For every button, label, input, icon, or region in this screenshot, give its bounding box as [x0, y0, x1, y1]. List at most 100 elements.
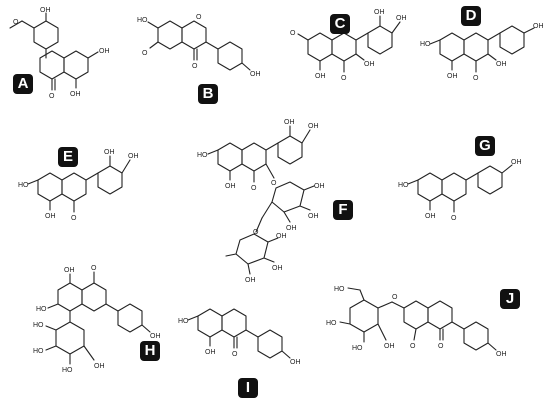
ring-b-b: [217, 41, 243, 71]
c-oh-3p: OH: [374, 9, 385, 16]
g-o-carbonyl: O: [451, 215, 457, 222]
f-ho: HO: [197, 152, 208, 159]
ring-i-b: [257, 329, 283, 359]
j-o-methoxy: O: [410, 343, 416, 350]
ring-g-c: [441, 172, 467, 202]
f-oh-5: OH: [225, 183, 236, 190]
label-h: H: [140, 341, 160, 361]
ring-h-a: [57, 282, 83, 312]
h-oh-5: OH: [64, 267, 75, 274]
f-oh-g1: OH: [314, 183, 325, 190]
label-i: I: [238, 378, 258, 398]
h-ho-g1: HO: [33, 322, 44, 329]
ring-f-rhamnose: [235, 233, 269, 265]
ring-b-a: [157, 20, 183, 50]
structure-b: HO O O OH O: [137, 14, 261, 78]
h-oh-g4: OH: [94, 363, 105, 370]
j-o-glyco: O: [392, 294, 398, 301]
ring-f-b: [277, 135, 303, 165]
f-oh-r2: OH: [245, 277, 256, 284]
h-ho-g2: HO: [33, 348, 44, 355]
b-oh: OH: [250, 71, 261, 78]
structure-j: HO HO HO OH O O O OH: [326, 286, 507, 358]
structure-a: OH O OH O OH: [9, 7, 110, 100]
g-oh-5: OH: [425, 213, 436, 220]
d-oh-4p: OH: [533, 23, 544, 30]
ring-a-a: [63, 50, 89, 80]
c-oh-3: OH: [364, 61, 375, 68]
ring-c-a: [307, 32, 333, 62]
label-j: J: [500, 289, 520, 309]
i-o-carbonyl: O: [232, 351, 238, 358]
d-oh-5: OH: [447, 73, 458, 80]
structure-i: HO OH O OH: [178, 308, 301, 366]
label-g: G: [475, 136, 495, 156]
e-oh-4p: OH: [128, 153, 139, 160]
f-oh-3p: OH: [284, 119, 295, 126]
h-ho-g3: HO: [62, 367, 73, 374]
c-oh-5: OH: [315, 73, 326, 80]
e-o-carbonyl: O: [71, 215, 77, 222]
c-oh-4p: OH: [396, 15, 407, 22]
a-o-carbonyl: O: [49, 93, 55, 100]
ring-d-a: [439, 32, 465, 62]
ring-j-b: [463, 321, 489, 351]
ring-d-c: [463, 32, 489, 62]
label-b: B: [198, 84, 218, 104]
structure-h: OH O HO OH HO HO HO OH: [33, 265, 161, 374]
e-ho: HO: [18, 182, 29, 189]
label-c: C: [330, 14, 350, 34]
ring-j-c: [427, 300, 453, 330]
d-ho: HO: [420, 41, 431, 48]
h-oh-4p: OH: [150, 333, 161, 340]
j-oh-g3: OH: [384, 343, 395, 350]
ring-a-c: [39, 50, 65, 80]
label-d: D: [461, 6, 481, 26]
structure-f: HO OH O OH OH O OH OH OH O OH OH OH: [197, 119, 325, 284]
f-oh-g2: OH: [308, 213, 319, 220]
ring-f-glucose: [271, 181, 305, 213]
e-oh-3p: OH: [104, 149, 115, 156]
f-o-link: O: [253, 229, 259, 236]
j-ho-6: HO: [334, 286, 345, 293]
structure-c: O OH O OH OH OH: [290, 9, 407, 82]
ring-i-c: [221, 308, 247, 338]
ring-g-b: [477, 165, 503, 195]
f-oh-g3: OH: [286, 225, 297, 232]
ring-j-a: [403, 300, 429, 330]
f-o-glyco: O: [271, 180, 277, 187]
ring-d-b: [499, 25, 525, 55]
ring-a-b: [33, 20, 59, 50]
a-oh-bottom: OH: [70, 91, 81, 98]
a-o-methoxy: O: [13, 19, 19, 26]
f-oh-4p: OH: [308, 123, 319, 130]
d-o-carbonyl: O: [473, 75, 479, 82]
c-o-carbonyl: O: [341, 75, 347, 82]
a-oh-right: OH: [99, 48, 110, 55]
e-oh-5: OH: [45, 213, 56, 220]
h-ho: HO: [36, 306, 47, 313]
g-oh-4p: OH: [511, 159, 522, 166]
b-ho: HO: [137, 17, 148, 24]
ring-e-b: [97, 165, 123, 195]
ring-c-c: [331, 32, 357, 62]
j-ho-g1: HO: [326, 320, 337, 327]
b-o-carbonyl: O: [192, 63, 198, 70]
structure-g: HO OH O OH: [398, 159, 522, 222]
ring-h-b: [117, 303, 143, 333]
b-o-ring: O: [196, 14, 202, 21]
ring-f-a: [217, 142, 243, 172]
ring-f-c: [241, 142, 267, 172]
d-oh-3: OH: [496, 61, 507, 68]
ring-j-glucose: [349, 299, 379, 333]
ring-g-a: [417, 172, 443, 202]
label-e: E: [58, 147, 78, 167]
ring-i-a: [197, 308, 223, 338]
h-o-carbonyl: O: [91, 265, 97, 272]
ring-e-a: [37, 172, 63, 202]
ring-h-c: [81, 282, 107, 312]
j-o-carbonyl: O: [438, 343, 444, 350]
c-o-methoxy: O: [290, 30, 296, 37]
